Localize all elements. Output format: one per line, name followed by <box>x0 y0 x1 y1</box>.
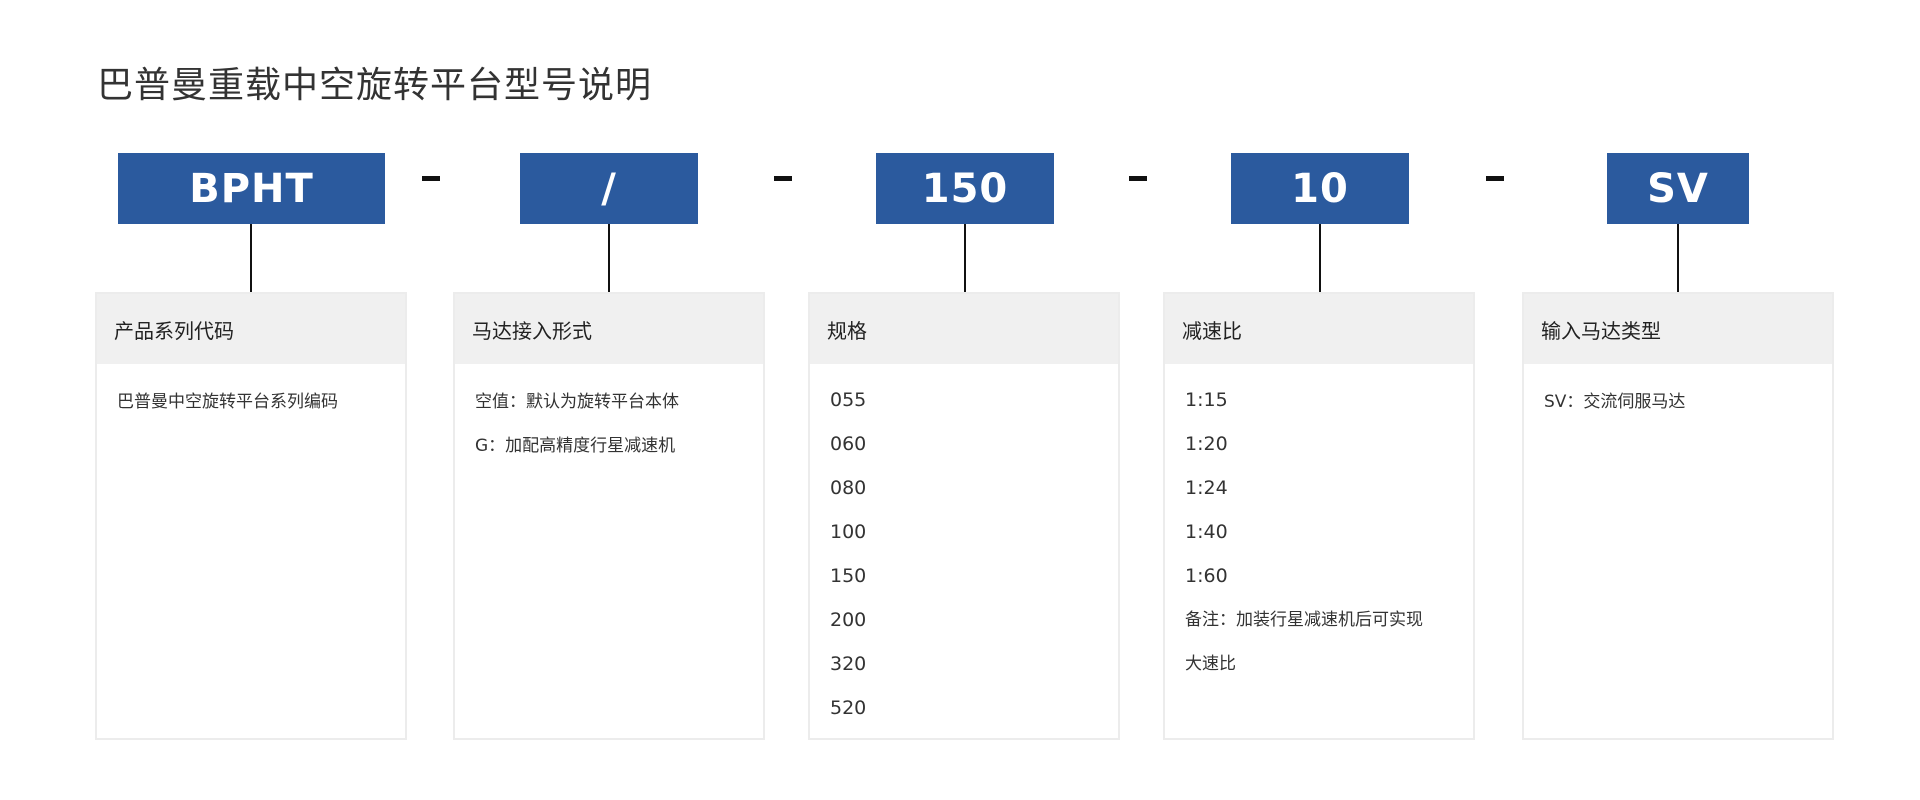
list-item: G：加配高精度行星减速机 <box>475 436 676 456</box>
card-size: 规格 055 060 080 100 150 200 320 520 <box>808 292 1120 740</box>
card-heading: 输入马达类型 <box>1524 294 1832 364</box>
connector-line <box>250 224 252 293</box>
list-item: 060 <box>830 433 867 455</box>
note-line: 备注：加装行星减速机后可实现 <box>1185 610 1423 630</box>
list-item: 巴普曼中空旋转平台系列编码 <box>117 392 338 412</box>
connector-line <box>608 224 610 293</box>
card-item-list: 空值：默认为旋转平台本体 G：加配高精度行星减速机 <box>455 364 763 468</box>
code-box-size: 150 <box>876 153 1054 224</box>
list-item: 空值：默认为旋转平台本体 <box>475 392 679 412</box>
card-item-list: 055 060 080 100 150 200 320 520 <box>810 364 1118 730</box>
card-reduction-ratio: 减速比 1:15 1:20 1:24 1:40 1:60 备注：加装行星减速机后… <box>1163 292 1475 740</box>
card-motor-interface: 马达接入形式 空值：默认为旋转平台本体 G：加配高精度行星减速机 <box>453 292 765 740</box>
card-heading: 产品系列代码 <box>97 294 405 364</box>
list-item: 1:40 <box>1185 521 1228 543</box>
connector-line <box>964 224 966 293</box>
page-title: 巴普曼重载中空旋转平台型号说明 <box>97 65 653 106</box>
code-box-series: BPHT <box>118 153 385 224</box>
card-item-list: SV：交流伺服马达 <box>1524 364 1832 424</box>
list-item: 150 <box>830 565 867 587</box>
card-heading: 马达接入形式 <box>455 294 763 364</box>
separator-dash <box>1129 176 1147 181</box>
card-series-code: 产品系列代码 巴普曼中空旋转平台系列编码 <box>95 292 407 740</box>
separator-dash <box>422 176 440 181</box>
list-item: 320 <box>830 653 867 675</box>
list-item: 100 <box>830 521 867 543</box>
code-box-motor-interface: / <box>520 153 698 224</box>
connector-line <box>1319 224 1321 293</box>
card-item-list: 巴普曼中空旋转平台系列编码 <box>97 364 405 424</box>
list-item: SV：交流伺服马达 <box>1544 392 1686 412</box>
list-item: 080 <box>830 477 867 499</box>
separator-dash <box>774 176 792 181</box>
card-motor-type: 输入马达类型 SV：交流伺服马达 <box>1522 292 1834 740</box>
code-box-motor-type: SV <box>1607 153 1749 224</box>
note-line: 大速比 <box>1185 654 1236 674</box>
code-box-ratio: 10 <box>1231 153 1409 224</box>
list-item: 1:15 <box>1185 389 1228 411</box>
card-item-list: 1:15 1:20 1:24 1:40 1:60 备注：加装行星减速机后可实现 … <box>1165 364 1473 686</box>
list-item: 520 <box>830 697 867 719</box>
list-item: 200 <box>830 609 867 631</box>
card-heading: 规格 <box>810 294 1118 364</box>
list-item: 1:60 <box>1185 565 1228 587</box>
list-item: 055 <box>830 389 867 411</box>
list-item: 1:20 <box>1185 433 1228 455</box>
connector-line <box>1677 224 1679 293</box>
list-item: 1:24 <box>1185 477 1228 499</box>
card-heading: 减速比 <box>1165 294 1473 364</box>
separator-dash <box>1486 176 1504 181</box>
